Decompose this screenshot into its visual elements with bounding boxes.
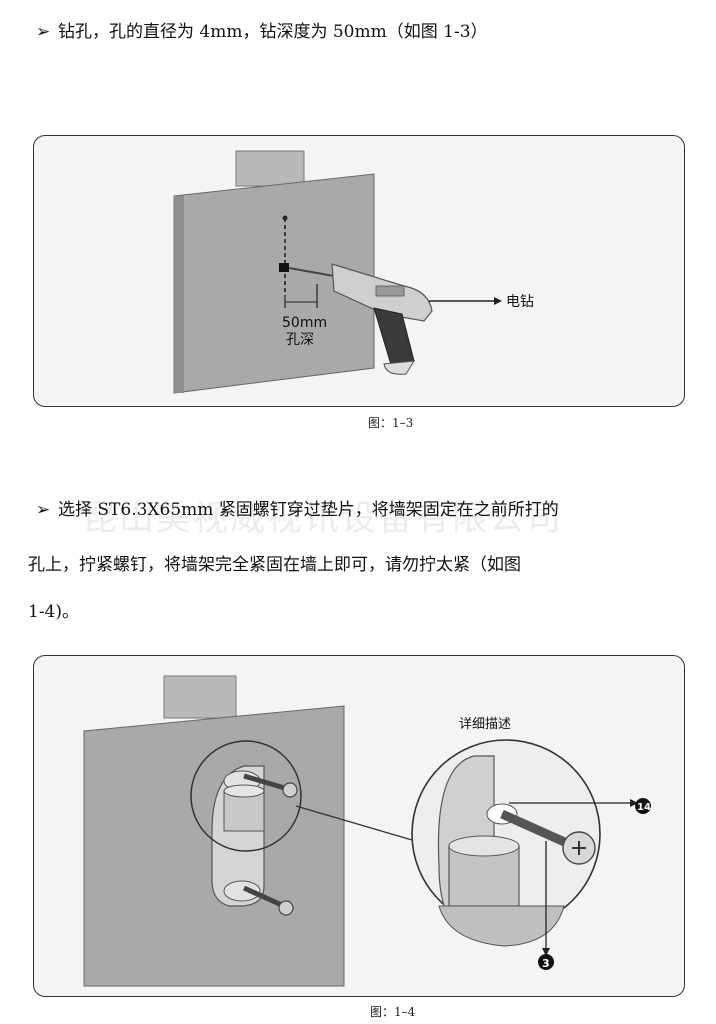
depth-label: 孔深 <box>286 332 314 348</box>
detail-label: 详细描述 <box>459 717 511 732</box>
step2-line2: 孔上，拧紧螺钉，将墙架完全紧固在墙上即可，请勿拧太紧（如图 <box>28 555 521 575</box>
mounting-illustration: 14 3 详细描述 <box>83 675 651 987</box>
figure-1-3-caption: 图：1–3 <box>368 416 414 430</box>
bullet-arrow-icon: ➢ <box>36 22 51 42</box>
callout-screw: 3 <box>542 957 550 970</box>
bullet-arrow-icon: ➢ <box>36 500 51 520</box>
step2-instruction: ➢ 选择 ST6.3X65mm 紧固螺钉穿过垫片，将墙架固定在之前所打的 <box>36 500 559 520</box>
step1-text: 钻孔，孔的直径为 4mm，钻深度为 50mm（如图 1-3） <box>58 22 488 42</box>
step1-instruction: ➢ 钻孔，孔的直径为 4mm，钻深度为 50mm（如图 1-3） <box>36 22 488 42</box>
figure-1-4: 14 3 详细描述 <box>33 655 685 997</box>
step2-line3: 1-4)。 <box>28 602 80 622</box>
figure-1-3: 电钻 50mm 孔深 <box>33 135 685 407</box>
figure-1-4-caption: 图：1–4 <box>370 1005 416 1019</box>
drill-label: 电钻 <box>506 294 534 310</box>
callout-washer: 14 <box>637 802 651 813</box>
drilling-illustration: 电钻 50mm 孔深 <box>173 150 534 394</box>
step2-line1: 选择 ST6.3X65mm 紧固螺钉穿过垫片，将墙架固定在之前所打的 <box>58 500 559 520</box>
depth-value: 50mm <box>282 315 327 331</box>
